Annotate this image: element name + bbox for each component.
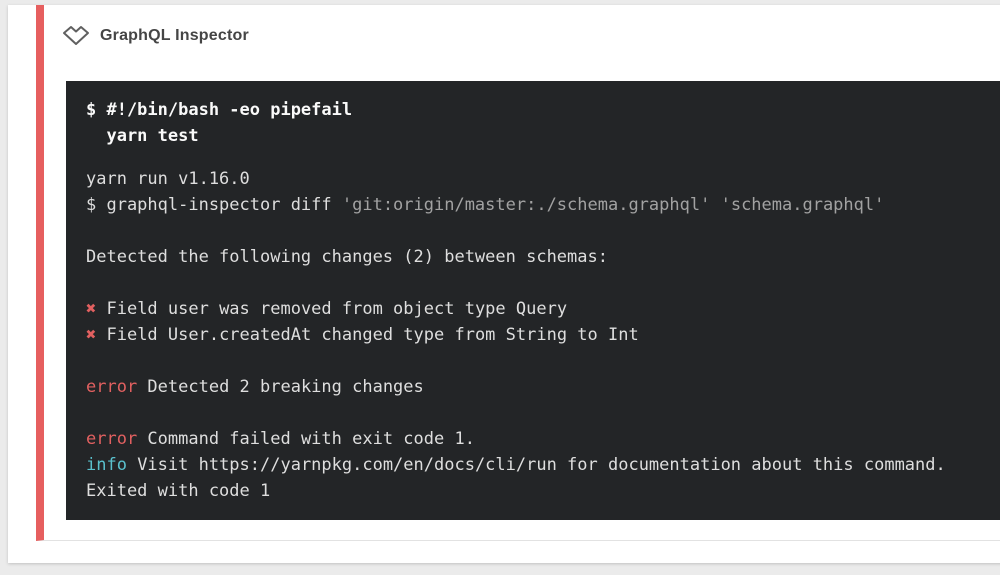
- step-title: GraphQL Inspector: [100, 27, 249, 44]
- build-step-card: GraphQL Inspector $ #!/bin/bash -eo pipe…: [8, 5, 1000, 563]
- terminal-command: $ #!/bin/bash -eo pipefail yarn test: [86, 100, 353, 146]
- step-section-graphql-inspector: GraphQL Inspector $ #!/bin/bash -eo pipe…: [36, 5, 1000, 541]
- collapse-chevron-icon[interactable]: [62, 25, 90, 48]
- step-header[interactable]: GraphQL Inspector: [44, 5, 1000, 67]
- terminal-log: yarn run v1.16.0 $ graphql-inspector dif…: [86, 169, 946, 501]
- terminal-output: $ #!/bin/bash -eo pipefail yarn test yar…: [66, 81, 1000, 520]
